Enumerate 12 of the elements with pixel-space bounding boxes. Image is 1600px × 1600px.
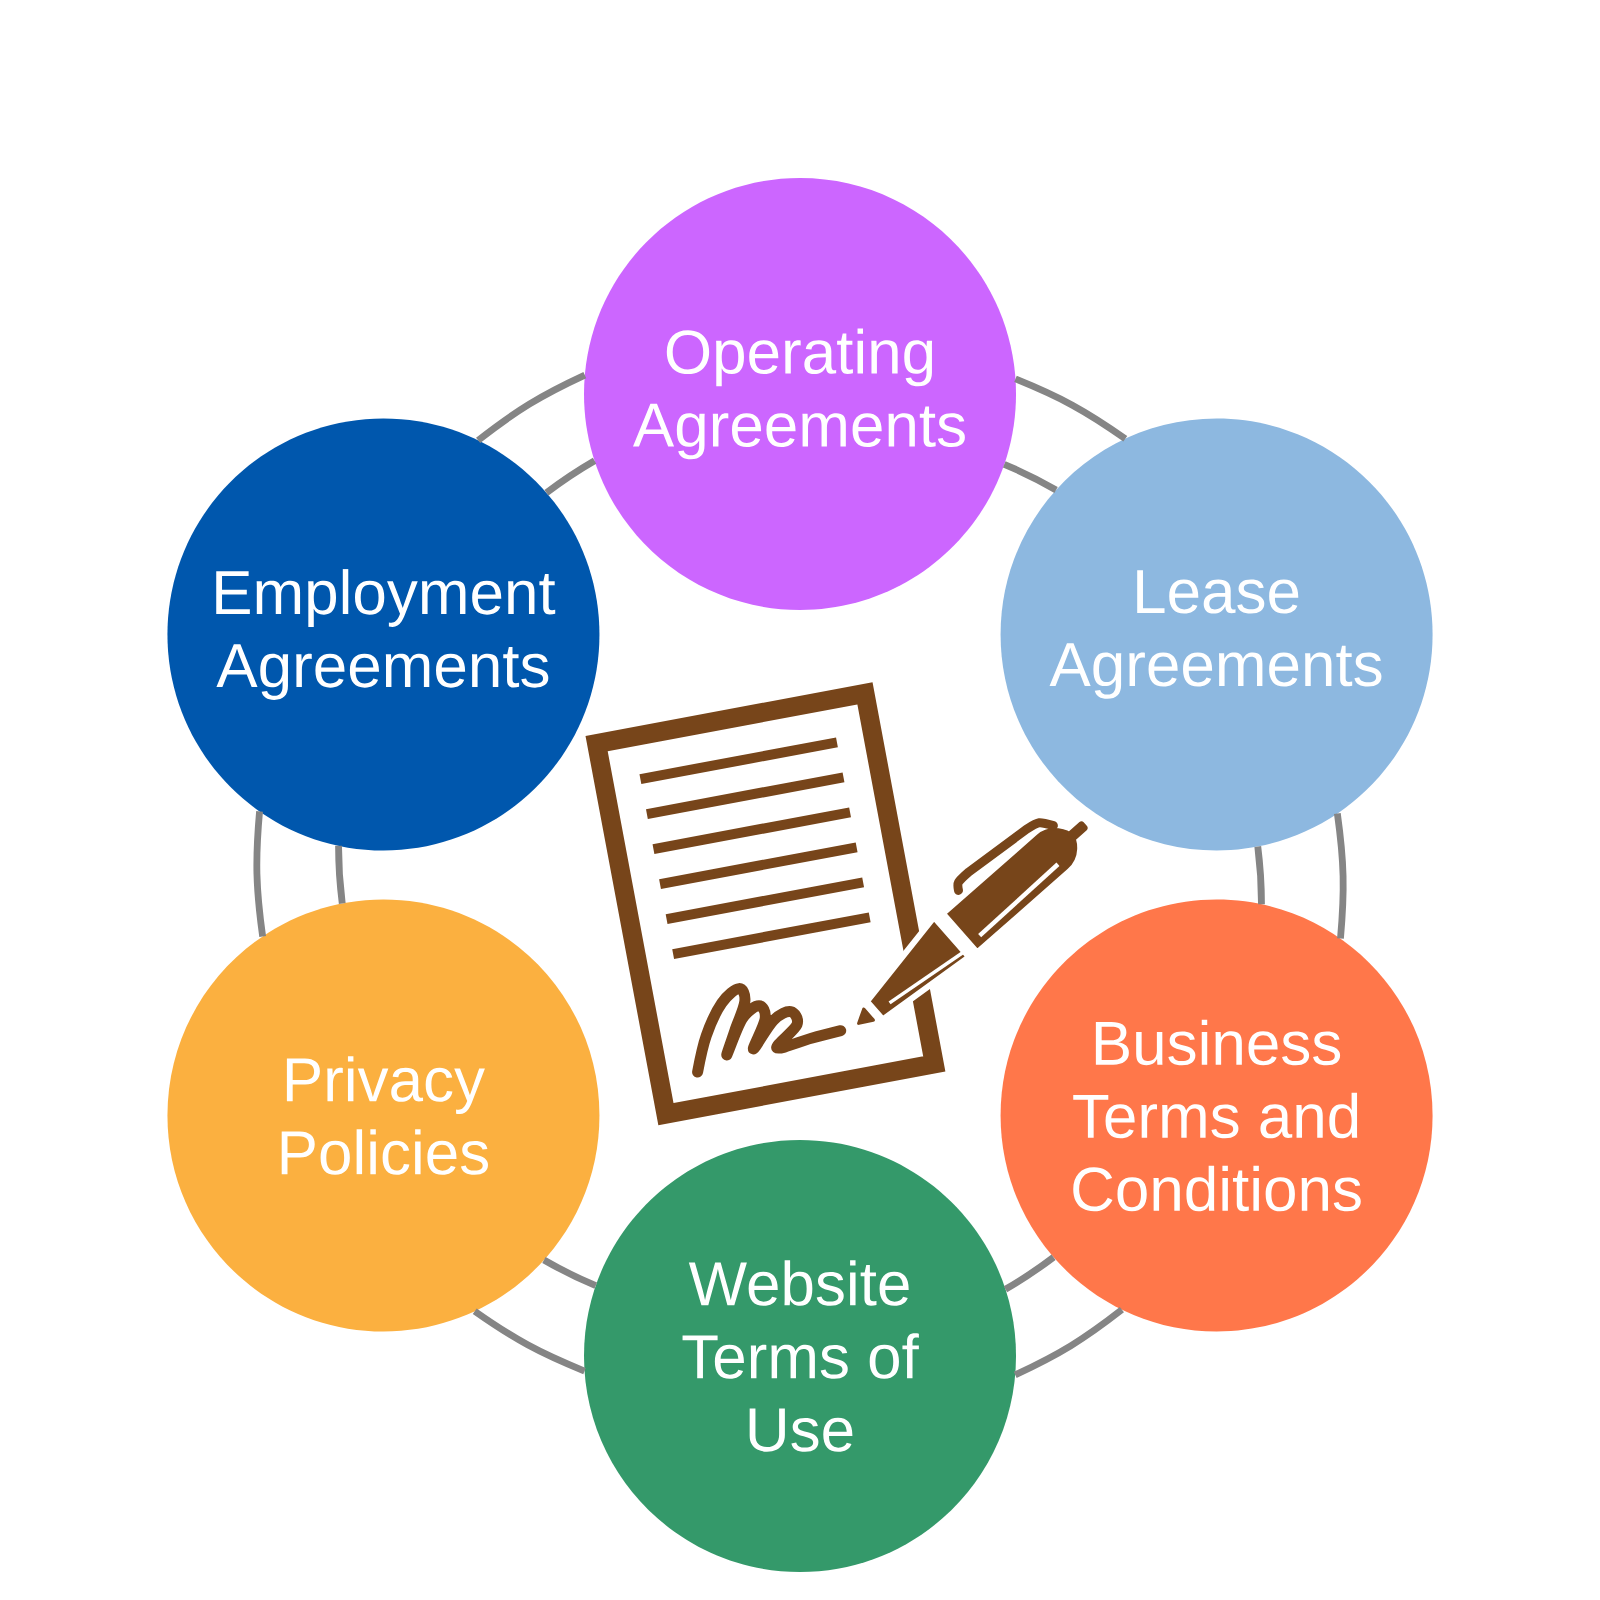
ring-arc	[542, 1257, 598, 1289]
ring-arc	[335, 845, 346, 904]
ring-arc	[544, 457, 597, 496]
ring-arc	[1003, 1254, 1056, 1293]
ring-arc	[476, 372, 587, 444]
ring-arc	[1014, 375, 1128, 442]
ring-arc	[1254, 846, 1265, 905]
ring-arc	[253, 811, 267, 937]
ring-arc	[1334, 813, 1347, 939]
ring-arc	[472, 1308, 586, 1375]
ring-arc	[1002, 461, 1058, 493]
ring-arc	[1013, 1306, 1124, 1378]
